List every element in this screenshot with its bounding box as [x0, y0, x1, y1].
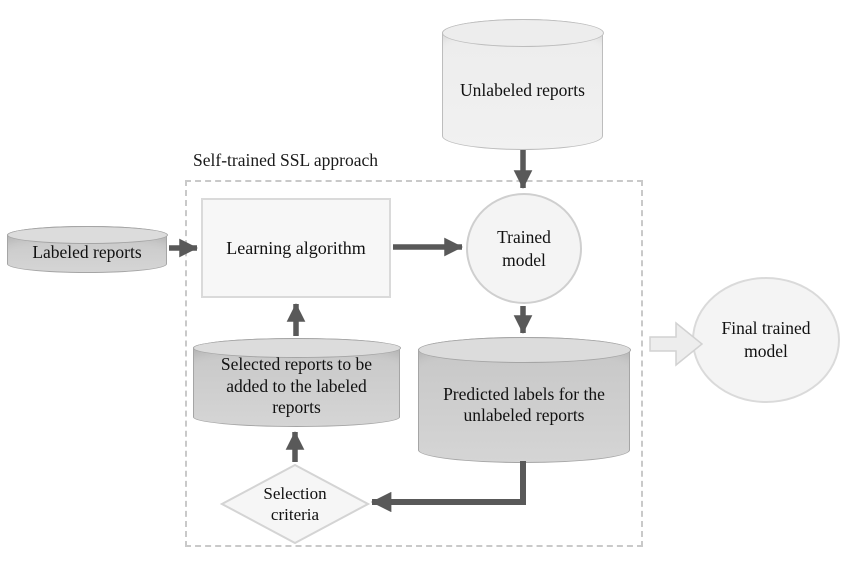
node-selection-criteria: Selection criteria	[220, 464, 370, 544]
node-predicted-labels-label: Predicted labels for the unlabeled repor…	[443, 383, 605, 425]
node-unlabeled-reports: Unlabeled reports	[441, 18, 604, 150]
ssl-approach-dashed-box	[185, 180, 643, 547]
node-learning-algorithm-label: Learning algorithm	[226, 237, 366, 258]
node-labeled-reports-label: Labeled reports	[32, 241, 142, 262]
node-selection-criteria-label: Selection criteria	[263, 483, 327, 524]
node-final-trained-model-label: Final trained model	[721, 318, 811, 361]
node-unlabeled-reports-label: Unlabeled reports	[460, 79, 585, 100]
node-predicted-labels: Predicted labels for the unlabeled repor…	[417, 336, 631, 463]
ssl-approach-title: Self-trained SSL approach	[193, 150, 378, 170]
node-selected-reports: Selected reports to be added to the labe…	[192, 337, 401, 427]
node-trained-model: Trained model	[466, 193, 582, 304]
node-final-trained-model: Final trained model	[692, 277, 840, 403]
node-labeled-reports: Labeled reports	[6, 225, 168, 273]
node-trained-model-label: Trained model	[497, 226, 551, 270]
node-learning-algorithm: Learning algorithm	[201, 198, 391, 298]
node-selected-reports-label: Selected reports to be added to the labe…	[220, 354, 373, 418]
